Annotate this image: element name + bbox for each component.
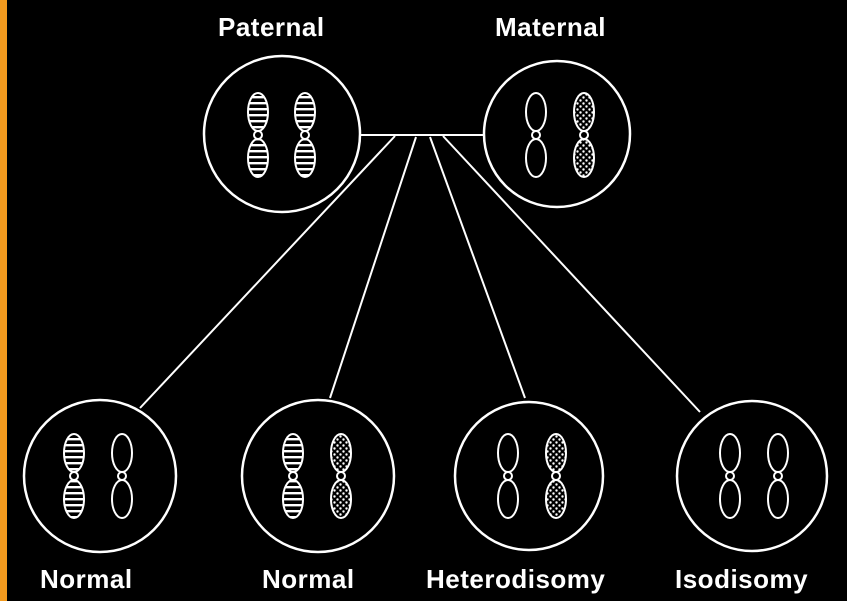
offspring-cell-normal-2 — [242, 400, 394, 552]
paternal-cell — [204, 56, 360, 212]
centromere — [118, 472, 126, 480]
centromere — [726, 472, 734, 480]
centromere — [289, 472, 297, 480]
centromere — [504, 472, 512, 480]
maternal-cell — [484, 61, 630, 207]
centromere — [254, 131, 262, 139]
offspring-cell-normal-1 — [24, 400, 176, 552]
centromere — [301, 131, 309, 139]
centromere — [70, 472, 78, 480]
offspring-cell-isodisomy — [677, 401, 827, 551]
offspring-label-isodisomy: Isodisomy — [675, 566, 808, 592]
centromere — [532, 131, 540, 139]
offspring-label-normal-2: Normal — [262, 566, 355, 592]
offspring-label-normal-1: Normal — [40, 566, 133, 592]
centromere — [580, 131, 588, 139]
centromere — [552, 472, 560, 480]
centromere — [774, 472, 782, 480]
maternal-label: Maternal — [495, 14, 606, 40]
centromere — [337, 472, 345, 480]
offspring-cell-heterodisomy — [455, 402, 603, 550]
offspring-label-heterodisomy: Heterodisomy — [426, 566, 605, 592]
paternal-label: Paternal — [218, 14, 325, 40]
